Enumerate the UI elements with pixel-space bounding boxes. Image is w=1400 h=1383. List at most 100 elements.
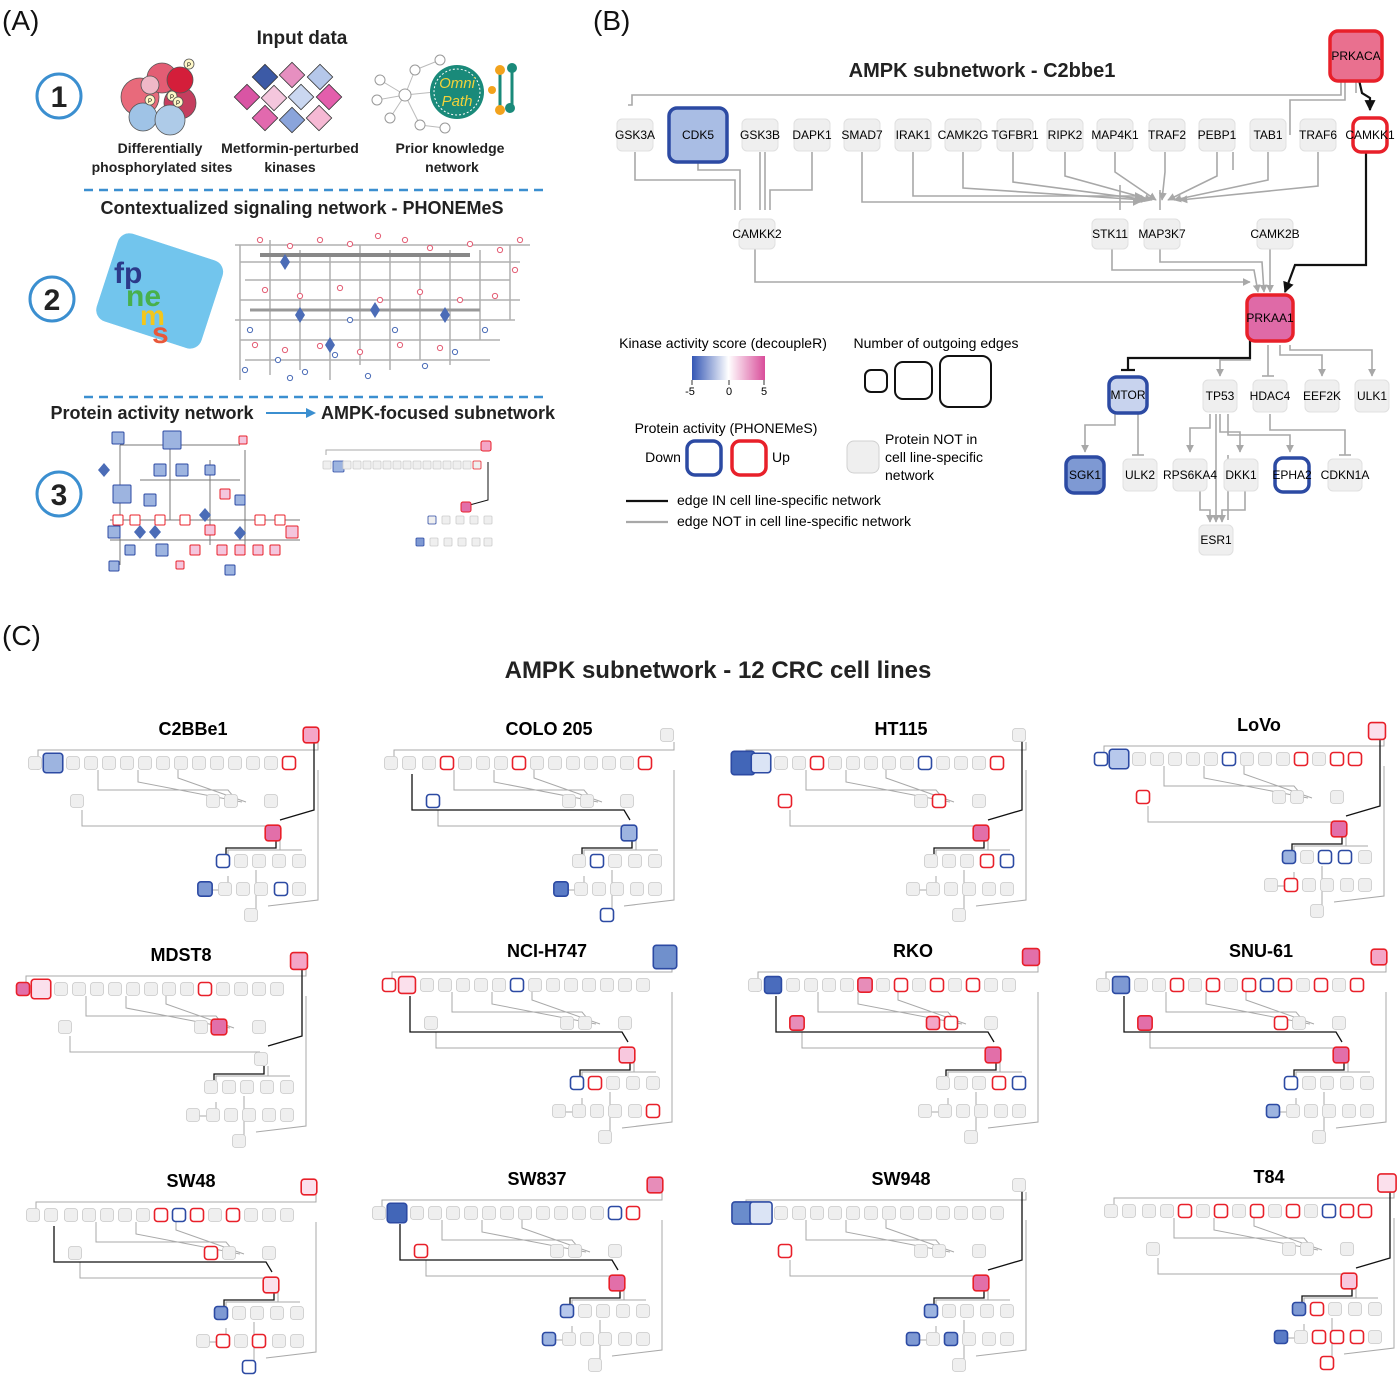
mini-node: [1241, 977, 1257, 993]
mini-node: [272, 854, 286, 868]
mini-node: [572, 1104, 586, 1118]
mini-node: [386, 1202, 408, 1224]
mini-node: [1168, 752, 1182, 766]
mini-node: [989, 755, 1005, 771]
node-label-camk2g: CAMK2G: [938, 128, 989, 142]
mini-node: [262, 1108, 276, 1122]
legend-edges-title: Number of outgoing edges: [854, 335, 1019, 351]
svg-text:2: 2: [44, 284, 61, 317]
cell-line-title: T84: [1253, 1167, 1284, 1187]
mini-node: [15, 981, 31, 997]
mini-node: [246, 756, 260, 770]
legend-down-swatch: [685, 439, 723, 477]
subnetwork-sw837: SW837: [372, 1169, 664, 1372]
mini-node: [936, 1076, 950, 1090]
mini-node: [1296, 978, 1310, 992]
mini-node: [972, 1206, 986, 1220]
mini-node: [1312, 1130, 1326, 1144]
svg-text:P: P: [148, 99, 152, 105]
mini-node: [1337, 849, 1353, 865]
mini-node: [1000, 882, 1014, 896]
svg-text:P: P: [176, 101, 180, 107]
mini-node: [1152, 978, 1166, 992]
mini-node: [606, 1076, 620, 1090]
mini-node: [932, 1244, 946, 1258]
mini-node: [162, 982, 176, 996]
mini-node: [648, 882, 662, 896]
node-traf2: TRAF2: [1148, 118, 1186, 152]
legend-edge-in-label: edge IN cell line-specific network: [677, 492, 882, 508]
mini-node: [954, 1076, 968, 1090]
mini-node: [952, 908, 966, 922]
input2-label-line2: kinases: [264, 159, 316, 175]
step-1-badge: 1: [35, 72, 83, 120]
mini-node: [1358, 850, 1372, 864]
panel-c: (C) AMPK subnetwork - 12 CRC cell lines …: [2, 620, 1397, 1375]
mini-node: [153, 1207, 169, 1223]
mini-node: [425, 793, 441, 809]
mini-node: [864, 756, 878, 770]
mini-node: [438, 978, 452, 992]
mini-node: [1177, 1203, 1193, 1219]
svg-text:P: P: [170, 95, 174, 101]
mini-node: [242, 1108, 256, 1122]
mini-node: [893, 977, 909, 993]
mini-node: [1312, 752, 1326, 766]
mini-node: [1221, 751, 1237, 767]
mini-node: [905, 1331, 921, 1347]
mini-node: [518, 1206, 532, 1220]
mini-node: [232, 1134, 246, 1148]
mini-node: [1196, 1204, 1210, 1218]
mini-node: [372, 1206, 386, 1220]
mini-node: [1309, 1301, 1325, 1317]
mini-node: [262, 1246, 276, 1260]
mini-node: [492, 978, 506, 992]
mini-node: [213, 1305, 229, 1321]
mini-node: [536, 1206, 550, 1220]
node-label-smad7: SMAD7: [841, 128, 883, 142]
subnetwork-colo-205: COLO 205: [384, 719, 675, 923]
mini-node: [424, 1016, 438, 1030]
mini-node: [792, 756, 806, 770]
mini-node: [972, 1274, 990, 1292]
mini-node: [420, 978, 434, 992]
mini-node: [196, 1334, 210, 1348]
svg-text:1: 1: [51, 81, 68, 114]
mini-node: [607, 1205, 623, 1221]
mini-node: [1320, 878, 1334, 892]
step-3-badge: 3: [35, 470, 83, 518]
mini-node: [648, 854, 662, 868]
mini-node: [972, 756, 986, 770]
mini-node: [262, 1276, 280, 1294]
section2-title: Contextualized signaling network - PHONE…: [100, 198, 503, 218]
mini-node: [943, 1331, 959, 1347]
mini-node: [1328, 1302, 1342, 1316]
mini-node: [552, 1104, 566, 1118]
mini-node: [197, 981, 213, 997]
mini-node: [1273, 1329, 1289, 1345]
mini-node: [994, 1104, 1008, 1118]
mini-node: [1286, 1104, 1300, 1118]
mini-node: [1304, 1204, 1318, 1218]
mini-node: [1265, 1103, 1281, 1119]
mini-node: [786, 978, 800, 992]
mini-node: [232, 1306, 246, 1320]
section3-left-label: Protein activity network: [50, 403, 254, 423]
phosphosites-illustration: P P P P: [120, 58, 197, 136]
mini-node: [1370, 948, 1388, 966]
mini-node: [1291, 1301, 1307, 1317]
mini-node: [216, 982, 230, 996]
mini-node: [254, 882, 268, 896]
node-label-prkaca: PRKACA: [1331, 49, 1380, 63]
legend-not-in-line3: network: [885, 467, 935, 483]
legend-up-label: Up: [772, 449, 790, 465]
node-label-epha2: EPHA2: [1272, 468, 1312, 482]
mini-node: [100, 1208, 114, 1222]
mini-node: [1377, 1173, 1397, 1193]
mini-node: [208, 1208, 222, 1222]
mini-node: [942, 854, 956, 868]
mini-node: [144, 982, 158, 996]
mini-node: [929, 977, 945, 993]
cell-line-title: C2BBe1: [158, 719, 227, 739]
mini-node: [194, 1020, 208, 1034]
